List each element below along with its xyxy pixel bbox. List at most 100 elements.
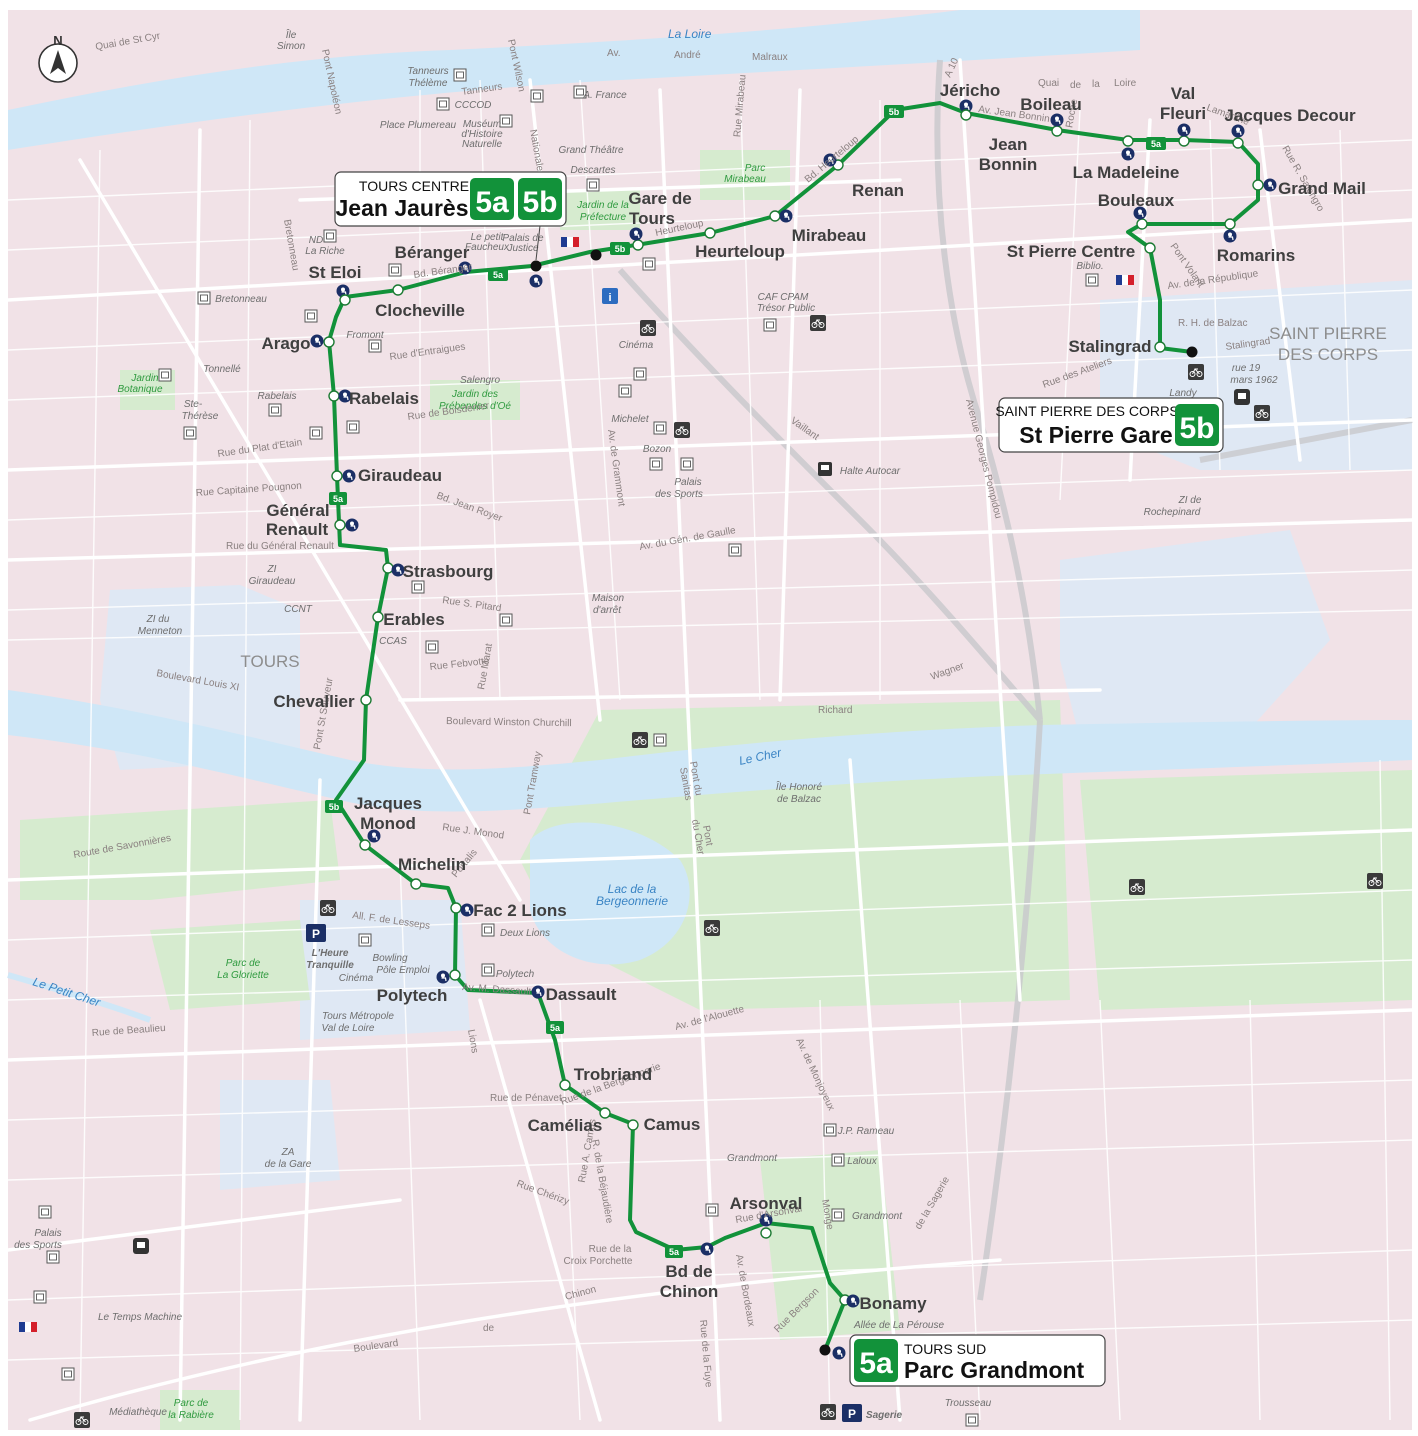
- svg-text:Tanneurs: Tanneurs: [407, 66, 448, 77]
- stop-label-la-madeleine: La Madeleine: [1073, 163, 1180, 182]
- line-badge: 5a: [546, 1021, 564, 1034]
- line-badge: 5b: [884, 105, 904, 118]
- svg-text:Jardin de la: Jardin de la: [576, 200, 629, 211]
- svg-text:ZI: ZI: [267, 564, 277, 575]
- stop-label-val-fleuri: Val: [1171, 84, 1196, 103]
- svg-text:Le petit: Le petit: [471, 232, 505, 243]
- stop-label-st-eloi: St Eloi: [309, 263, 362, 282]
- svg-text:d'arrêt: d'arrêt: [593, 605, 622, 616]
- svg-text:Malraux: Malraux: [752, 52, 788, 63]
- svg-text:5b: 5b: [615, 244, 626, 254]
- area-labels: TOURS SAINT PIERRE DES CORPS: [240, 324, 1386, 671]
- svg-text:Rue de Beaulieu: Rue de Beaulieu: [91, 1023, 166, 1039]
- stop-label-renan: Renan: [852, 181, 904, 200]
- poi-symbols: P P i: [19, 68, 1384, 1429]
- svg-text:5a: 5a: [493, 270, 504, 280]
- svg-text:Salengro: Salengro: [460, 375, 500, 386]
- svg-text:Cinéma: Cinéma: [619, 340, 654, 351]
- svg-text:CCAS: CCAS: [379, 636, 407, 647]
- svg-text:Palais: Palais: [34, 1228, 61, 1239]
- svg-text:La Riche: La Riche: [305, 246, 345, 257]
- svg-text:la Rabière: la Rabière: [168, 1410, 214, 1421]
- svg-text:Menneton: Menneton: [138, 626, 183, 637]
- svg-text:Rue du Général Renault: Rue du Général Renault: [226, 541, 334, 552]
- line-badge: 5a: [665, 1245, 683, 1258]
- svg-text:Cinéma: Cinéma: [339, 973, 374, 984]
- svg-text:TOURS SUD: TOURS SUD: [904, 1341, 986, 1357]
- svg-text:Botanique: Botanique: [117, 384, 162, 395]
- svg-text:Trésor Public: Trésor Public: [757, 303, 815, 314]
- svg-text:J.P. Rameau: J.P. Rameau: [837, 1126, 895, 1137]
- svg-text:Laloux: Laloux: [847, 1156, 877, 1167]
- svg-text:5b: 5b: [329, 802, 340, 812]
- svg-text:Parc de: Parc de: [226, 958, 261, 969]
- svg-text:Jean Jaurès: Jean Jaurès: [336, 195, 469, 221]
- stop-label-bonamy: Bonamy: [859, 1294, 927, 1313]
- svg-text:Fromont: Fromont: [346, 330, 384, 341]
- svg-text:Parc de: Parc de: [174, 1398, 209, 1409]
- train-station-icon: [133, 1238, 149, 1254]
- minor-streets: [7, 79, 1413, 1421]
- svg-text:des Sports: des Sports: [14, 1240, 62, 1251]
- svg-text:Richard: Richard: [818, 705, 852, 716]
- svg-text:la: la: [1092, 79, 1100, 90]
- terminal-st-pierre-gare: SAINT PIERRE DES CORPS St Pierre Gare 5b: [995, 397, 1224, 453]
- bus-station-icon: [818, 462, 832, 476]
- svg-text:Biblio.: Biblio.: [1076, 261, 1103, 272]
- stop-label-fac-2-lions: Fac 2 Lions: [473, 901, 567, 920]
- svg-text:Thérèse: Thérèse: [182, 411, 219, 422]
- svg-text:A. France: A. France: [582, 90, 627, 101]
- svg-text:CAF CPAM: CAF CPAM: [758, 292, 809, 303]
- stop-label-mirabeau: Mirabeau: [792, 226, 867, 245]
- svg-text:Grand Théâtre: Grand Théâtre: [558, 145, 623, 156]
- svg-text:Roche: Roche: [1064, 98, 1080, 129]
- svg-text:Val de Loire: Val de Loire: [322, 1023, 375, 1034]
- svg-text:ZI de: ZI de: [1178, 495, 1202, 506]
- svg-text:Tonnellé: Tonnellé: [203, 364, 241, 375]
- svg-text:Pont: Pont: [700, 825, 714, 847]
- stop-label-boileau: Boileau: [1020, 95, 1081, 114]
- svg-text:Parc Grandmont: Parc Grandmont: [904, 1357, 1085, 1383]
- svg-text:Palais de: Palais de: [502, 233, 544, 244]
- svg-text:5b: 5b: [522, 186, 557, 219]
- svg-text:Prébendes d'Oé: Prébendes d'Oé: [439, 401, 511, 412]
- svg-text:rue 19: rue 19: [1232, 363, 1261, 374]
- svg-text:Justice: Justice: [506, 243, 539, 254]
- svg-text:5a: 5a: [669, 1247, 680, 1257]
- svg-text:Lions: Lions: [465, 1029, 480, 1054]
- svg-text:DES CORPS: DES CORPS: [1278, 345, 1378, 364]
- svg-text:Rue Mirabeau: Rue Mirabeau: [732, 74, 748, 138]
- stop-label-dassault: Dassault: [546, 985, 617, 1004]
- svg-text:Jardin: Jardin: [130, 373, 159, 384]
- place-labels: Île Simon Tanneurs Thélème CCCOD Place P…: [14, 28, 1278, 1421]
- stop-label-clocheville: Clocheville: [375, 301, 465, 320]
- svg-text:d'Histoire: d'Histoire: [461, 129, 503, 140]
- stop-label-st-pierre-centre: St Pierre Centre: [1007, 242, 1136, 261]
- svg-text:André: André: [674, 50, 701, 61]
- svg-text:i: i: [608, 292, 611, 304]
- stop-label-arsonval: Arsonval: [730, 1194, 803, 1213]
- svg-text:SAINT PIERRE: SAINT PIERRE: [1269, 324, 1387, 343]
- stop-label-camelias: Camélias: [528, 1116, 603, 1135]
- stop-label-chevallier: Chevallier: [273, 692, 355, 711]
- svg-text:Bozon: Bozon: [643, 444, 672, 455]
- svg-text:Allée de La Pérouse: Allée de La Pérouse: [853, 1320, 945, 1331]
- stop-label-rabelais: Rabelais: [349, 389, 419, 408]
- terminal-jean-jaures: TOURS CENTRE Jean Jaurès 5a 5b: [334, 171, 567, 261]
- stop-label-trobriand: Trobriand: [574, 1065, 652, 1084]
- svg-text:Rue de la: Rue de la: [589, 1244, 632, 1255]
- stop-label-strasbourg: Strasbourg: [403, 562, 494, 581]
- svg-text:Parc: Parc: [745, 163, 766, 174]
- svg-text:Monod: Monod: [360, 814, 416, 833]
- stop-label-erables: Erables: [383, 610, 444, 629]
- north-arrow: N: [38, 33, 78, 83]
- svg-text:Bretonneau: Bretonneau: [215, 294, 267, 305]
- svg-text:Le Temps Machine: Le Temps Machine: [98, 1312, 183, 1323]
- svg-text:mars 1962: mars 1962: [1230, 375, 1278, 386]
- line-badge: 5b: [325, 800, 343, 813]
- svg-text:Rue de Pénavet: Rue de Pénavet: [490, 1093, 562, 1104]
- line-badge: 5a: [1146, 137, 1166, 150]
- svg-text:Quai: Quai: [1038, 78, 1059, 89]
- svg-text:5a: 5a: [333, 494, 344, 504]
- svg-text:5a: 5a: [859, 1347, 893, 1380]
